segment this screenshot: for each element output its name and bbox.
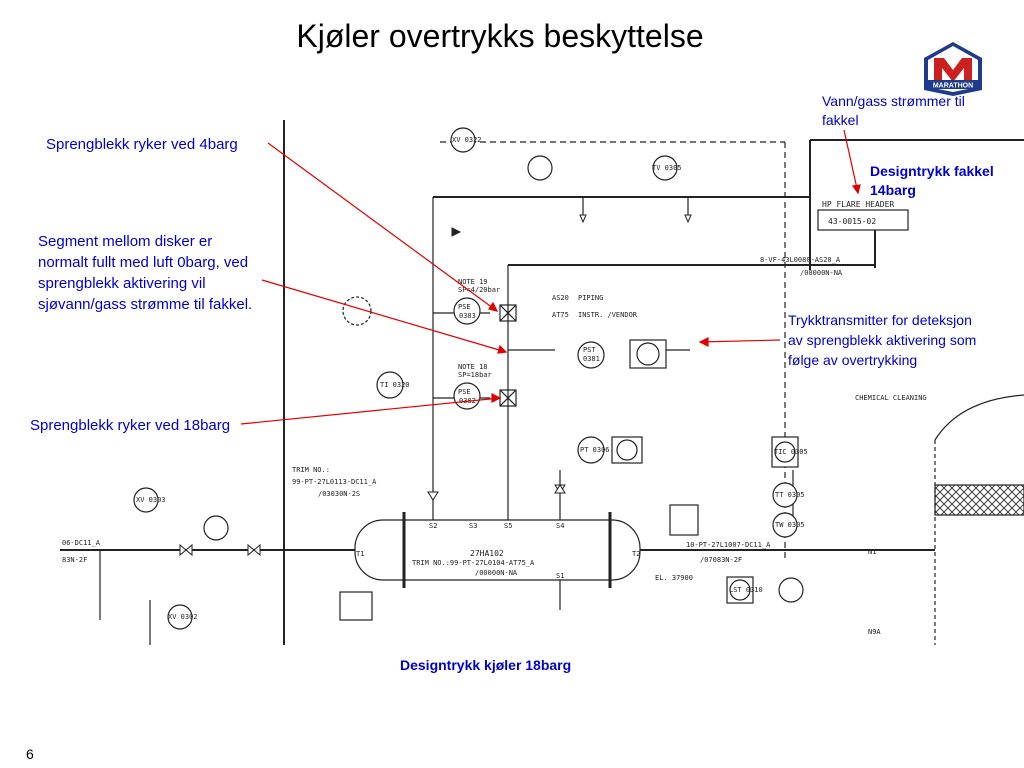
tic-0305-label: TIC 0305 (774, 448, 808, 456)
hp-flare-tag: 43-0015-02 (828, 217, 876, 226)
setpoint-20: SP=4/20bar (458, 286, 500, 294)
inlet-line: 06-DC11_A (62, 539, 101, 547)
nozzle-s3: S3 (469, 522, 477, 530)
pst-label: PST (583, 346, 596, 354)
pse-upper-number: 0383 (459, 312, 476, 320)
xv-0302-label: XV 0302 (168, 613, 198, 621)
note-18: NOTE 18 (458, 363, 488, 371)
note-19: NOTE 19 (458, 278, 488, 286)
lst-0310-label: LST 0310 (729, 586, 763, 594)
annotation-design-flare: Designtrykk fakkel 14barg (870, 163, 994, 198)
page-number: 6 (26, 746, 34, 762)
annotation-disk-18barg: Sprengblekk ryker ved 18barg (30, 417, 231, 434)
pt-0306-label: PT 0306 (580, 446, 610, 454)
ti-0320-label: TI 0320 (380, 381, 410, 389)
piping-label: PIPING (578, 294, 603, 302)
annotation-design-cooler: Designtrykk kjøler 18barg (400, 657, 572, 673)
nozzle-s5: S5 (504, 522, 512, 530)
nozzle-n1: N1 (868, 548, 876, 556)
nozzle-t2: T2 (632, 550, 640, 558)
instr-vendor-label: INSTR. /VENDOR (578, 311, 638, 319)
trim-no-2-ref: /00000N-NA (475, 569, 518, 577)
annotation-segment: Segment mellom disker er normalt fullt m… (38, 233, 253, 313)
flare-line-label: 8-VF-43L0080-AS20_A (760, 256, 841, 264)
annotation-transmitter: Trykktransmitter for deteksjon av spreng… (788, 312, 977, 368)
vessel-tag: 27HA102 (470, 549, 504, 558)
tt-0305-label: TT 0305 (775, 491, 805, 499)
marathon-logo: MARATHON (924, 42, 982, 96)
svg-text:MARATHON: MARATHON (933, 83, 973, 90)
trim-no-1-ref: /03030N-2S (318, 490, 360, 498)
setpoint-18: SP=18bar (458, 371, 492, 379)
nozzle-s2: S2 (429, 522, 437, 530)
trim-no-1: TRIM NO.: (292, 466, 330, 474)
nozzle-s1: S1 (556, 572, 564, 580)
as20-label: AS20 (552, 294, 569, 302)
nozzle-labels: S2 S3 S5 S4 S1 T1 T2 N1 N9A (356, 522, 881, 636)
pse-lower-label: PSE (458, 388, 471, 396)
trim-no-1-value: 99-PT-27L0113-DC11_A (292, 478, 377, 486)
slide-title: Kjøler overtrykks beskyttelse (296, 18, 704, 54)
at75-label: AT75 (552, 311, 569, 319)
tv-0305-label: TV 0305 (652, 164, 682, 172)
trim-no-2: TRIM NO.:99-PT-27L0104-AT75_A (412, 559, 535, 567)
nozzle-t1: T1 (356, 550, 364, 558)
outlet-ref: /07083N-2F (700, 556, 742, 564)
outlet-line: 10-PT-27L1007-DC11_A (686, 541, 771, 549)
nozzle-n9a: N9A (868, 628, 881, 636)
elevation-label: EL. 37900 (655, 574, 693, 582)
annotation-disk-4barg: Sprengblekk ryker ved 4barg (46, 136, 238, 153)
annotation-flow-to-flare: Vann/gass strømmer til fakkel (822, 93, 965, 128)
xv-0303-label: XV 0303 (136, 496, 166, 504)
flare-line-ref: /00000N-NA (800, 269, 843, 277)
xv-0322-label: XV 0322 (452, 136, 482, 144)
chemical-cleaning-label: CHEMICAL CLEANING (855, 394, 927, 402)
nozzle-s4: S4 (556, 522, 564, 530)
tw-0305-label: TW 0305 (775, 521, 805, 529)
pse-upper-label: PSE (458, 303, 471, 311)
inlet-ref: 83N-2F (62, 556, 87, 564)
hp-flare-header-label: HP FLARE HEADER (822, 200, 894, 209)
burst-disk-upper (499, 304, 517, 322)
pst-number: 0381 (583, 355, 600, 363)
